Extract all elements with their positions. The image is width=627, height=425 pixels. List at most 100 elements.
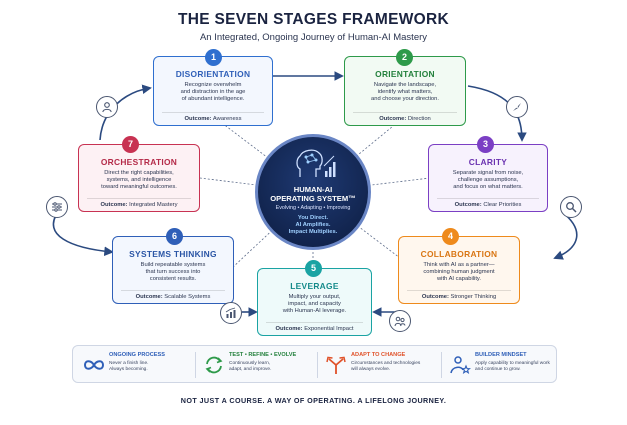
stage-outcome: Outcome: Exponential Impact: [266, 322, 363, 332]
outcome-value: Stronger Thinking: [450, 294, 497, 300]
core-operating-system-circle: HUMAN-AI OPERATING SYSTEM™ Evolving • Ad…: [255, 134, 371, 250]
stage-title: CLARITY: [468, 157, 508, 167]
desc-line: and focus on what matters.: [453, 184, 523, 191]
stage-card-orchestration: ORCHESTRATION Direct the right capabilit…: [78, 144, 200, 212]
principles-panel: ONGOING PROCESS Never a finish line.Alwa…: [72, 345, 557, 383]
outcome-label: Outcome:: [421, 294, 449, 300]
divider: [195, 352, 196, 378]
desc-line: impact, and capacity: [288, 301, 341, 308]
core-title: HUMAN-AI OPERATING SYSTEM™: [258, 185, 368, 203]
principle-title: ADAPT TO CHANGE: [351, 352, 406, 358]
desc-line: identify what matters,: [377, 89, 433, 96]
desc-line: Direct the right capabilities,: [104, 170, 174, 176]
principle-title: ONGOING PROCESS: [109, 352, 165, 358]
stage-card-systems-thinking: SYSTEMS THINKING Build repeatable system…: [112, 236, 234, 304]
stage-title: DISORIENTATION: [175, 69, 251, 79]
principle-ongoing-process: ONGOING PROCESS Never a finish line.Alwa…: [79, 346, 191, 384]
stage-description: Build repeatable systems that turn succe…: [119, 262, 227, 284]
outcome-value: Exponential Impact: [304, 326, 354, 332]
stage-outcome: Outcome: Integrated Mastery: [87, 198, 191, 208]
desc-line: that turn success into: [145, 269, 201, 276]
page-title: THE SEVEN STAGES FRAMEWORK: [177, 11, 450, 28]
stage-outcome: Outcome: Clear Priorities: [437, 198, 539, 208]
person-star-icon: [450, 356, 471, 375]
principle-title: BUILDER MINDSET: [475, 352, 527, 358]
stage-number-badge: 2: [396, 49, 413, 66]
core-tag-line: Impact Multiplies.: [288, 229, 338, 235]
stage-card-clarity: CLARITY Separate signal from noise, chal…: [428, 144, 548, 212]
outcome-label: Outcome:: [454, 202, 482, 208]
outcome-label: Outcome:: [275, 326, 303, 332]
stage-card-disorientation: DISORIENTATION Recognize overwhelm and d…: [153, 56, 273, 126]
bar-chart-growth-icon: [220, 302, 242, 324]
outcome-value: Integrated Mastery: [129, 202, 178, 208]
stage-outcome: Outcome: Direction: [353, 112, 457, 122]
desc-line: Continuously learn,: [229, 361, 271, 366]
core-title-line: HUMAN-AI: [293, 185, 333, 194]
desc-line: Recognize overwhelm: [184, 82, 242, 88]
branching-arrows-icon: [326, 356, 346, 374]
stage-description: Think with AI as a partner— combining hu…: [405, 262, 513, 284]
stage-number-badge: 6: [166, 228, 183, 245]
desc-line: Multiply your output,: [288, 294, 341, 300]
outcome-value: Awareness: [212, 116, 242, 122]
people-collaboration-icon: [389, 310, 411, 332]
desc-line: with Human-AI leverage.: [282, 308, 347, 315]
outcome-label: Outcome:: [379, 116, 407, 122]
stage-title: ORCHESTRATION: [100, 157, 178, 167]
stage-number-badge: 1: [205, 49, 222, 66]
desc-line: Apply capability to meaningful work: [475, 361, 550, 366]
stage-description: Navigate the landscape, identify what ma…: [351, 82, 459, 104]
stage-number-badge: 7: [122, 136, 139, 153]
desc-line: Build repeatable systems: [140, 262, 206, 268]
stage-title: ORIENTATION: [375, 69, 435, 79]
sliders-icon: [46, 196, 68, 218]
desc-line: with AI capability.: [436, 276, 482, 283]
outcome-label: Outcome:: [100, 202, 128, 208]
desc-line: toward meaningful outcomes.: [101, 184, 177, 191]
stage-outcome: Outcome: Stronger Thinking: [407, 290, 511, 300]
stage-title: LEVERAGE: [290, 281, 339, 291]
stage-number-badge: 3: [477, 136, 494, 153]
desc-line: and continue to grow.: [475, 367, 521, 372]
desc-line: combining human judgment: [423, 269, 495, 276]
infinity-icon: [83, 360, 105, 370]
principle-test-refine-evolve: TEST • REFINE • EVOLVE Continuously lear…: [199, 346, 313, 384]
stage-description: Multiply your output, impact, and capaci…: [264, 294, 365, 316]
divider: [317, 352, 318, 378]
desc-line: will always evolve.: [351, 367, 391, 372]
desc-line: Separate signal from noise,: [452, 170, 524, 176]
footer-tagline: NOT JUST A COURSE. A WAY OF OPERATING. A…: [180, 396, 447, 405]
compass-needle-icon: [506, 96, 528, 118]
stage-outcome: Outcome: Scalable Systems: [121, 290, 225, 300]
desc-line: Circumstances and technologies: [351, 361, 421, 366]
desc-line: challenge assumptions,: [457, 177, 519, 184]
desc-line: systems, and intelligence: [106, 177, 172, 184]
stage-card-orientation: ORIENTATION Navigate the landscape, iden…: [344, 56, 466, 126]
core-subtitle: Evolving • Adapting • Improving: [275, 205, 351, 211]
desc-line: consistent results.: [149, 276, 197, 283]
desc-line: and choose your direction.: [371, 96, 439, 103]
divider: [441, 352, 442, 378]
outcome-value: Scalable Systems: [164, 294, 211, 300]
stage-title: SYSTEMS THINKING: [129, 249, 217, 259]
person-icon: [96, 96, 118, 118]
principle-title: TEST • REFINE • EVOLVE: [229, 352, 297, 358]
desc-line: Never a finish line.: [109, 361, 149, 366]
desc-line: Always becoming.: [109, 367, 148, 372]
core-title-line: OPERATING SYSTEM™: [270, 194, 356, 203]
core-tagline: You Direct. AI Amplifies. Impact Multipl…: [258, 215, 368, 236]
outcome-label: Outcome:: [184, 116, 212, 122]
brain-head-icon: [296, 149, 336, 177]
cycle-arrows-icon: [205, 356, 223, 374]
principle-description: Continuously learn,adapt, and improve.: [229, 361, 271, 373]
principle-adapt-to-change: ADAPT TO CHANGE Circumstances and techno…: [321, 346, 437, 384]
principle-builder-mindset: BUILDER MINDSET Apply capability to mean…: [445, 346, 557, 384]
core-tag-line: AI Amplifies.: [295, 222, 331, 228]
magnifier-icon: [560, 196, 582, 218]
core-tag-line: You Direct.: [297, 215, 329, 221]
outcome-value: Direction: [407, 116, 431, 122]
page-subtitle: An Integrated, Ongoing Journey of Human-…: [199, 32, 428, 43]
stage-number-badge: 5: [305, 260, 322, 277]
